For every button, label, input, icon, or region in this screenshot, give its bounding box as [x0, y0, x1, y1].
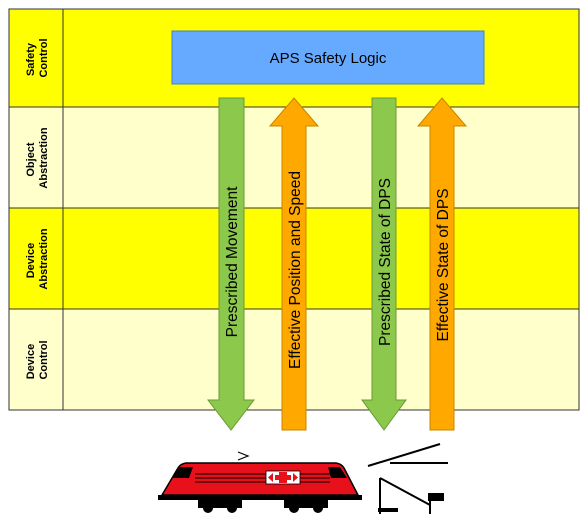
arrow-label-effective-state-dps: Effective State of DPS: [435, 188, 452, 341]
railway-switch-icon: [367, 443, 448, 514]
arrow-effective-position-speed: [268, 97, 320, 431]
layer-label-object-abstraction: Object Abstraction: [25, 127, 50, 188]
arrow-label-prescribed-state-dps: Prescribed State of DPS: [377, 178, 394, 346]
layer-label-device-abstraction: Device Abstraction: [25, 228, 50, 289]
arrow-label-effective-position-speed: Effective Position and Speed: [287, 171, 304, 369]
layer-label-line2: Abstraction: [38, 127, 50, 188]
layer-label-line1: Device: [25, 243, 37, 278]
layer-label-device-control: Device Control: [25, 340, 50, 379]
arrow-effective-state-dps: [416, 97, 468, 431]
layer-label-line2: Control: [38, 340, 50, 379]
layer-label-line1: Safety: [25, 42, 37, 76]
arrow-label-prescribed-movement: Prescribed Movement: [224, 186, 241, 337]
arrow-prescribed-state-dps: [361, 97, 407, 431]
train-locomotive-icon: [158, 451, 362, 513]
aps-safety-logic-label: APS Safety Logic: [270, 50, 387, 67]
layer-label-line1: Object: [25, 142, 37, 177]
layer-label-line1: Device: [25, 344, 37, 379]
layer-label-safety-control: Safety Control: [25, 38, 50, 77]
arrow-prescribed-movement: [206, 97, 256, 431]
layer-label-line2: Control: [38, 38, 50, 77]
layer-label-line2: Abstraction: [38, 228, 50, 289]
aps-safety-logic-box: [171, 30, 485, 85]
